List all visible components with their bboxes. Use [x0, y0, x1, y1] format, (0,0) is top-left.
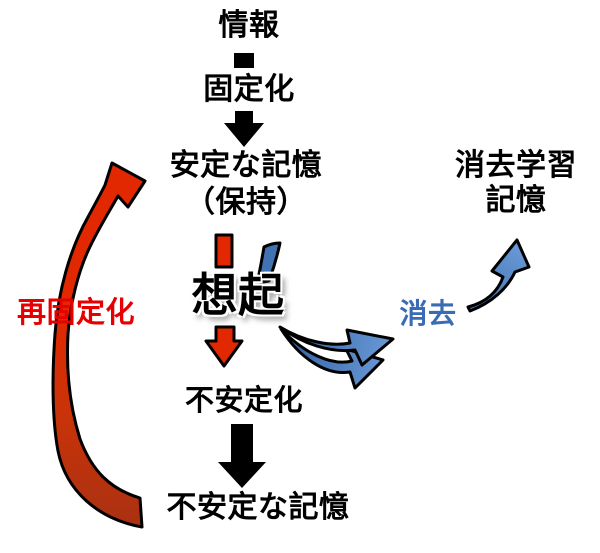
- extinction-swoosh-upper-arrow: [278, 325, 395, 367]
- stable-memory-line2: （保持）: [185, 186, 307, 219]
- extinction-swoosh-lower-arrow: [279, 327, 385, 390]
- extinction-memory-line2: 記憶: [485, 184, 547, 217]
- node-destabilization: 不安定化: [184, 385, 304, 417]
- node-stable-memory: 安定な記憶 （保持）: [170, 147, 323, 221]
- extinction-memory-line1: 消去学習: [455, 149, 577, 182]
- node-reconsolidation: 再固定化: [16, 297, 136, 329]
- information-to-consolidation-arrow: [234, 53, 254, 68]
- consolidation-to-stable-memory-arrow: [224, 111, 264, 147]
- recall-blue-segment: [255, 241, 282, 285]
- node-consolidation: 固定化: [203, 73, 295, 106]
- recall-red-shaft: [214, 233, 234, 269]
- node-extinction: 消去: [399, 298, 457, 329]
- node-information: 情報: [218, 9, 280, 42]
- extinction-to-memory-arrow: [466, 238, 531, 313]
- node-extinction-memory: 消去学習 記憶: [455, 148, 577, 218]
- node-recall: 想起: [191, 269, 285, 321]
- recall-red-down-arrow: [204, 325, 244, 368]
- destabilization-to-unstable-memory-arrow: [218, 424, 266, 488]
- reconsolidation-curved-arrow: [51, 161, 147, 529]
- node-unstable-memory: 不安定な記憶: [166, 491, 350, 524]
- stable-memory-line1: 安定な記憶: [169, 149, 323, 182]
